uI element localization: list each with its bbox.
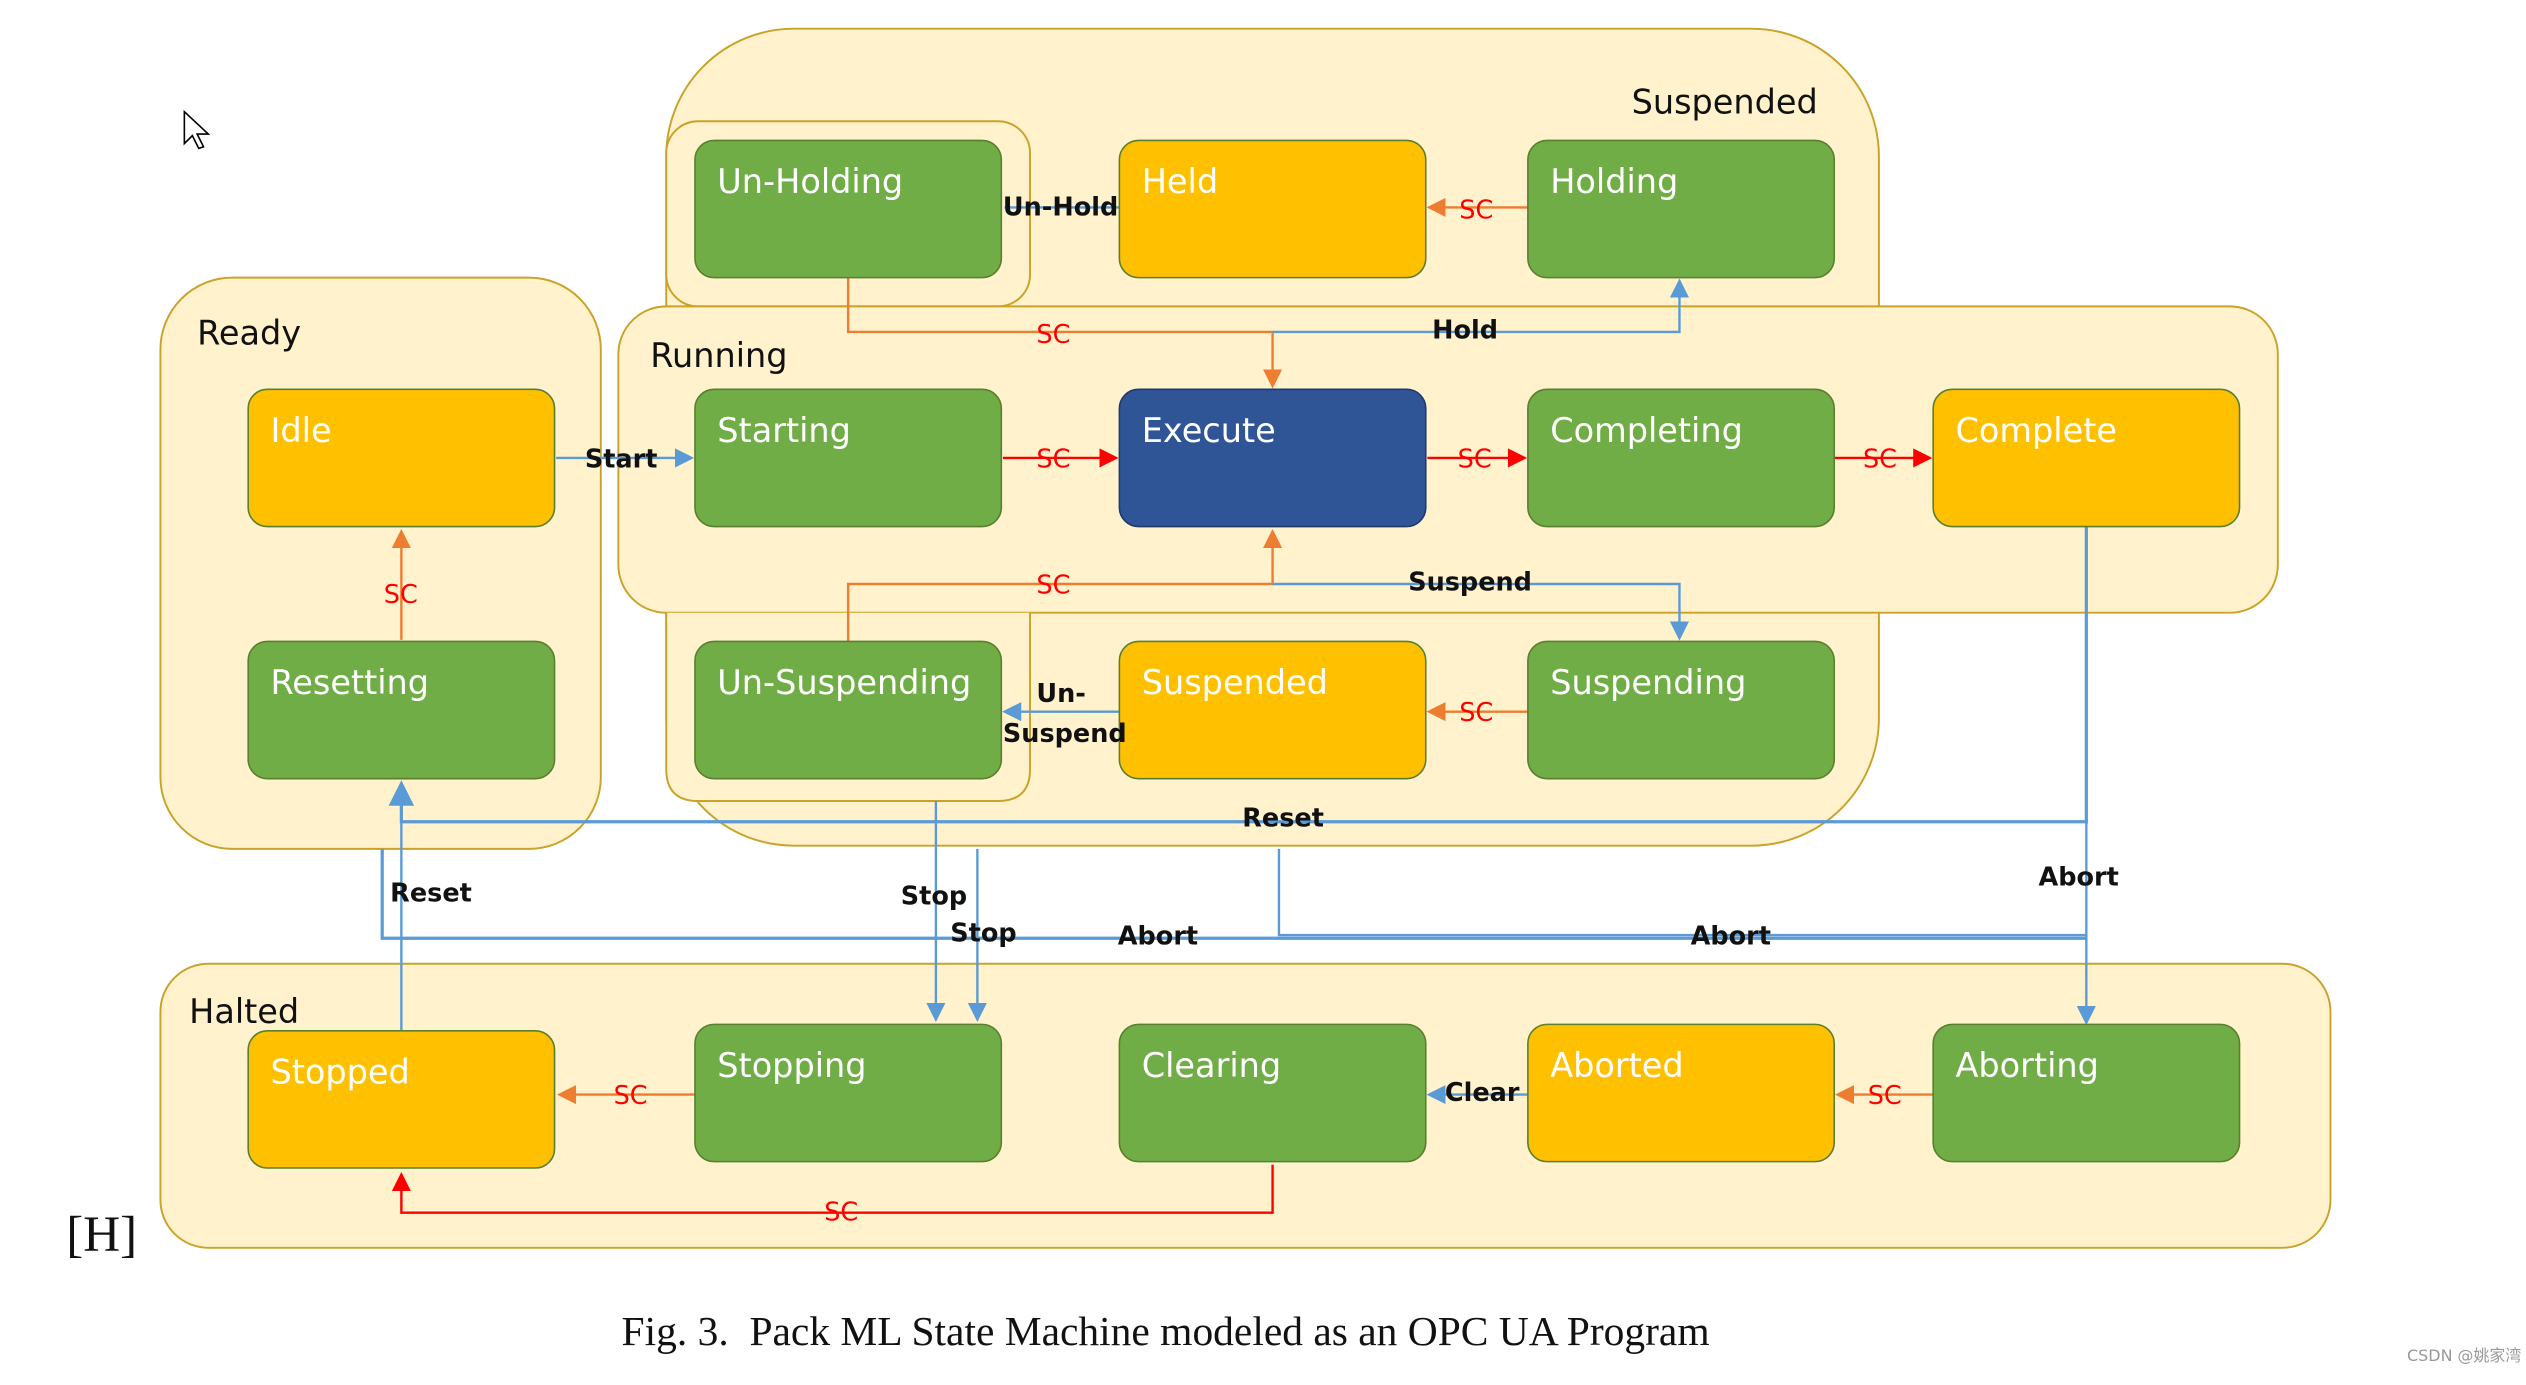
state-label-execute: Execute bbox=[1142, 411, 1276, 450]
state-completing[interactable] bbox=[1527, 388, 1836, 528]
label-abort-left: Abort bbox=[1118, 922, 1198, 952]
state-starting[interactable] bbox=[694, 388, 1003, 528]
side-marker: [H] bbox=[66, 1207, 137, 1263]
state-label-aborting: Aborting bbox=[1956, 1046, 2099, 1085]
arrow-hold bbox=[1272, 278, 1690, 334]
label-sc-execute-completing: SC bbox=[1458, 445, 1492, 475]
label-unsuspend-line2: Suspend bbox=[1003, 719, 1127, 749]
state-label-unholding: Un-Holding bbox=[717, 162, 903, 201]
state-execute[interactable] bbox=[1118, 388, 1427, 528]
state-label-starting: Starting bbox=[717, 411, 851, 450]
label-unsuspend-line1: Un- bbox=[1036, 679, 1085, 709]
state-label-completing: Completing bbox=[1550, 411, 1743, 450]
state-label-stopping: Stopping bbox=[717, 1046, 866, 1085]
state-stopped[interactable] bbox=[247, 1029, 556, 1169]
state-aborted[interactable] bbox=[1527, 1023, 1836, 1163]
label-sc-suspending-suspended: SC bbox=[1459, 698, 1493, 728]
mouse-cursor-icon bbox=[183, 109, 211, 150]
label-stop-2: Stop bbox=[950, 918, 1016, 948]
label-sc-clearing-stopped: SC bbox=[824, 1198, 858, 1228]
label-unhold: Un-Hold bbox=[1003, 192, 1118, 222]
label-sc-unholding-execute: SC bbox=[1036, 320, 1070, 350]
label-stop-1: Stop bbox=[901, 882, 967, 912]
label-suspend: Suspend bbox=[1408, 567, 1532, 597]
state-label-holding: Holding bbox=[1550, 162, 1678, 201]
label-abort-mid: Abort bbox=[1691, 922, 1771, 952]
label-sc-starting-execute: SC bbox=[1036, 445, 1070, 475]
arrow-clearing-stopped bbox=[391, 1164, 1274, 1214]
state-label-stopped: Stopped bbox=[271, 1052, 410, 1091]
state-holding[interactable] bbox=[1527, 139, 1836, 279]
state-idle[interactable] bbox=[247, 388, 556, 528]
label-abort-right: Abort bbox=[2038, 863, 2118, 893]
state-label-unsuspending: Un-Suspending bbox=[717, 663, 971, 702]
arrow-unholding-execute bbox=[846, 277, 1283, 389]
state-label-aborted: Aborted bbox=[1550, 1046, 1683, 1085]
state-resetting[interactable] bbox=[247, 640, 556, 780]
label-reset-left: Reset bbox=[390, 879, 472, 909]
state-held[interactable] bbox=[1118, 139, 1427, 279]
arrow-abort-left bbox=[380, 848, 2087, 940]
group-label-running: Running bbox=[650, 336, 787, 375]
watermark: CSDN @姚家湾 bbox=[2407, 1346, 2521, 1365]
label-sc-completing-complete: SC bbox=[1863, 445, 1897, 475]
group-label-ready: Ready bbox=[197, 314, 301, 353]
arrow-abort-mid bbox=[1277, 848, 2087, 937]
label-sc-aborting-aborted: SC bbox=[1868, 1081, 1902, 1111]
label-sc-resetting-idle: SC bbox=[384, 580, 418, 610]
state-unholding[interactable] bbox=[694, 139, 1003, 279]
label-start: Start bbox=[585, 445, 658, 475]
states bbox=[247, 139, 2241, 1169]
state-label-held: Held bbox=[1142, 162, 1218, 201]
group-label-suspended: Suspended bbox=[1632, 82, 1818, 121]
transition-lines bbox=[380, 197, 2096, 1214]
label-reset-top: Reset bbox=[1242, 804, 1324, 834]
state-unsuspending[interactable] bbox=[694, 640, 1003, 780]
arrow-unsuspending-execute bbox=[846, 528, 1283, 642]
state-label-complete: Complete bbox=[1956, 411, 2117, 450]
label-sc-stopping-stopped: SC bbox=[614, 1081, 648, 1111]
state-label-idle: Idle bbox=[271, 411, 332, 450]
state-suspended[interactable] bbox=[1118, 640, 1427, 780]
state-clearing[interactable] bbox=[1118, 1023, 1427, 1163]
label-clear: Clear bbox=[1445, 1078, 1520, 1108]
state-label-suspending: Suspending bbox=[1550, 663, 1746, 702]
group-running bbox=[617, 305, 2279, 614]
label-hold: Hold bbox=[1432, 315, 1498, 345]
group-label-halted: Halted bbox=[189, 992, 299, 1031]
state-label-resetting: Resetting bbox=[271, 663, 430, 702]
arrow-suspend bbox=[1272, 582, 1690, 641]
label-sc-unsuspending-execute: SC bbox=[1036, 571, 1070, 601]
state-label-clearing: Clearing bbox=[1142, 1046, 1281, 1085]
state-label-suspended: Suspended bbox=[1142, 663, 1328, 702]
state-aborting[interactable] bbox=[1932, 1023, 2241, 1163]
state-complete[interactable] bbox=[1932, 388, 2241, 528]
state-suspending[interactable] bbox=[1527, 640, 1836, 780]
state-stopping[interactable] bbox=[694, 1023, 1003, 1163]
label-sc-holding-held: SC bbox=[1459, 196, 1493, 226]
figure-caption: Fig. 3. Pack ML State Machine modeled as… bbox=[622, 1308, 1710, 1354]
